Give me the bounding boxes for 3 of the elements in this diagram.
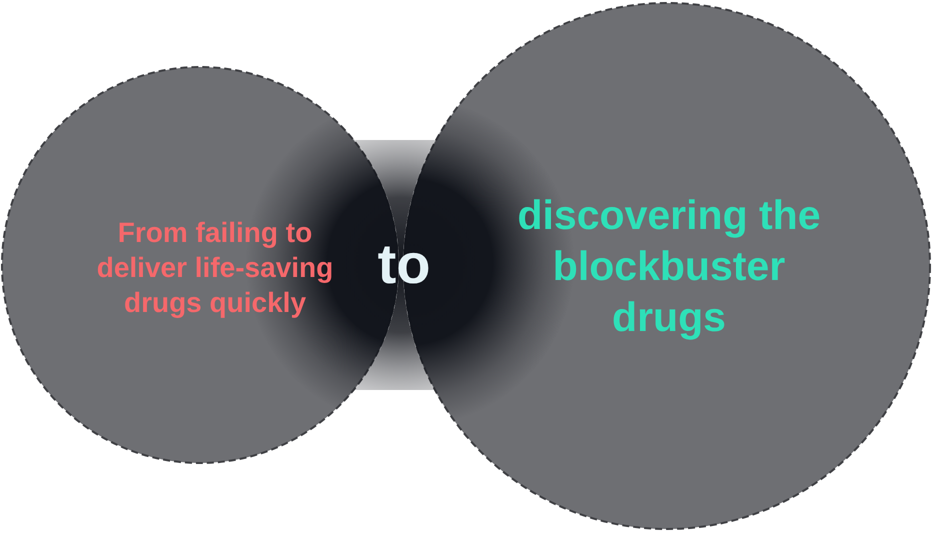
- node-text: discovering the blockbuster drugs: [516, 191, 822, 342]
- connector-word: to: [376, 231, 432, 297]
- node-text: From failing to deliver life-saving drugs quickly: [96, 216, 334, 320]
